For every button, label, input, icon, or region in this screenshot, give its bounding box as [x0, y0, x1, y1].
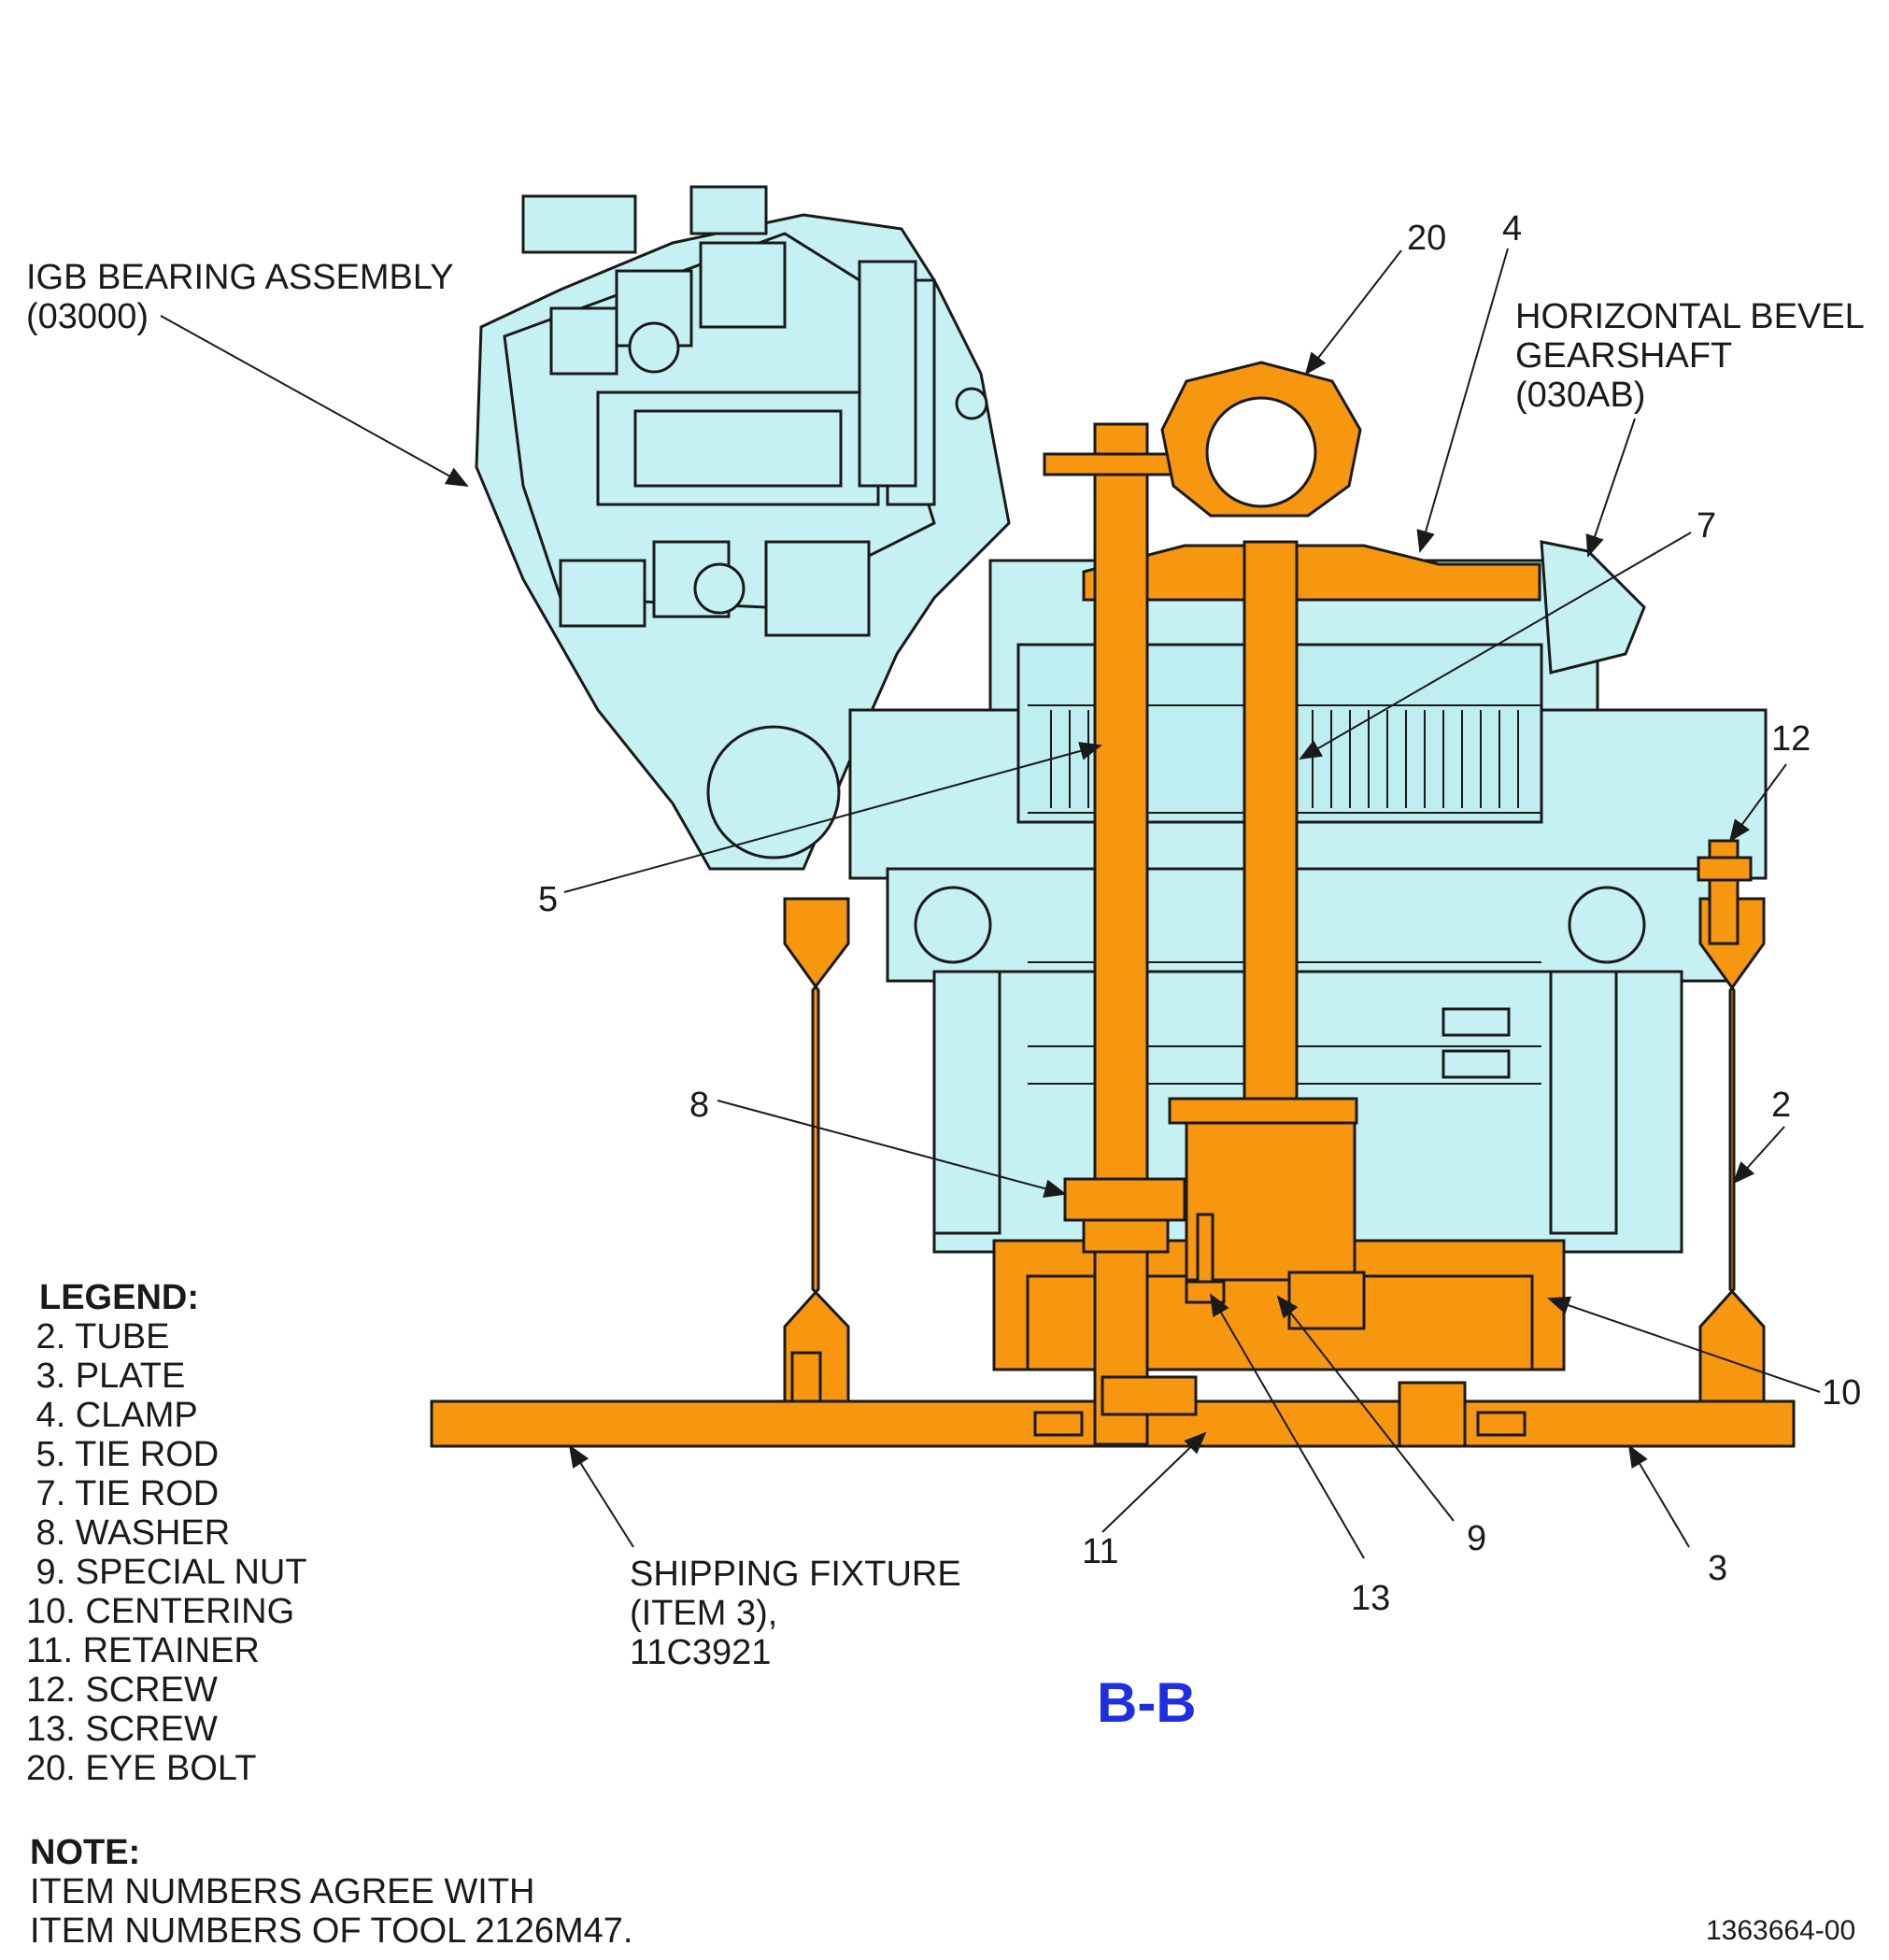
igb-bearing-assembly [475, 185, 1011, 871]
callout-2: 2 [1771, 1086, 1792, 1125]
document-id: 1363664-00 [1706, 1915, 1856, 1946]
legend-item: 13. SCREW [26, 1710, 218, 1749]
leader-lines [160, 248, 1821, 1559]
legend-item: 4. CLAMP [26, 1396, 198, 1435]
legend-item: 9. SPECIAL NUT [26, 1553, 307, 1592]
legend-item: 7. TIE ROD [26, 1474, 220, 1513]
igb-label-line2: (03000) [26, 297, 149, 336]
callout-11: 11 [1082, 1532, 1119, 1571]
callout-9: 9 [1467, 1519, 1487, 1558]
legend-item: 3. PLATE [26, 1356, 186, 1396]
legend-item: 12. SCREW [26, 1670, 218, 1710]
legend-item: 11. RETAINER [26, 1631, 260, 1670]
fixture-label-line3: 11C3921 [630, 1633, 772, 1672]
callout-13: 13 [1351, 1579, 1391, 1618]
tie-rod-5 [1093, 422, 1149, 1446]
callout-5: 5 [538, 880, 559, 919]
note-title: NOTE: [30, 1833, 141, 1872]
fixture-label-line1: SHIPPING FIXTURE [630, 1555, 961, 1594]
note: NOTE: ITEM NUMBERS AGREE WITH ITEM NUMBE… [30, 1833, 632, 1951]
legend-item: 5. TIE ROD [26, 1435, 220, 1474]
callout-3: 3 [1708, 1549, 1728, 1588]
callout-20: 20 [1407, 219, 1447, 258]
callout-4: 4 [1502, 209, 1523, 249]
callout-8: 8 [689, 1086, 710, 1125]
legend-item: 10. CENTERING [26, 1592, 295, 1631]
shipping-fixture [430, 361, 1796, 1448]
callout-12: 12 [1771, 719, 1811, 759]
callout-10: 10 [1822, 1373, 1862, 1413]
hbg-label-line3: (030AB) [1515, 376, 1646, 415]
hbg-label-line2: GEARSHAFT [1515, 336, 1733, 376]
legend: LEGEND: 2. TUBE 3. PLATE 4. CLAMP 5. TIE… [26, 1278, 307, 1788]
section-label: B-B [1097, 1671, 1197, 1734]
igb-label-line1: IGB BEARING ASSEMBLY [26, 258, 454, 297]
fixture-label-line2: (ITEM 3), [630, 1594, 778, 1633]
legend-item: 8. WASHER [26, 1513, 231, 1553]
note-line1: ITEM NUMBERS AGREE WITH [30, 1872, 535, 1911]
callout-7: 7 [1697, 506, 1717, 546]
legend-item: 20. EYE BOLT [26, 1749, 257, 1788]
legend-title: LEGEND: [39, 1278, 199, 1317]
note-line2: ITEM NUMBERS OF TOOL 2126M47. [30, 1911, 633, 1951]
legend-item: 2. TUBE [26, 1317, 170, 1356]
hbg-label-line1: HORIZONTAL BEVEL [1515, 297, 1865, 336]
